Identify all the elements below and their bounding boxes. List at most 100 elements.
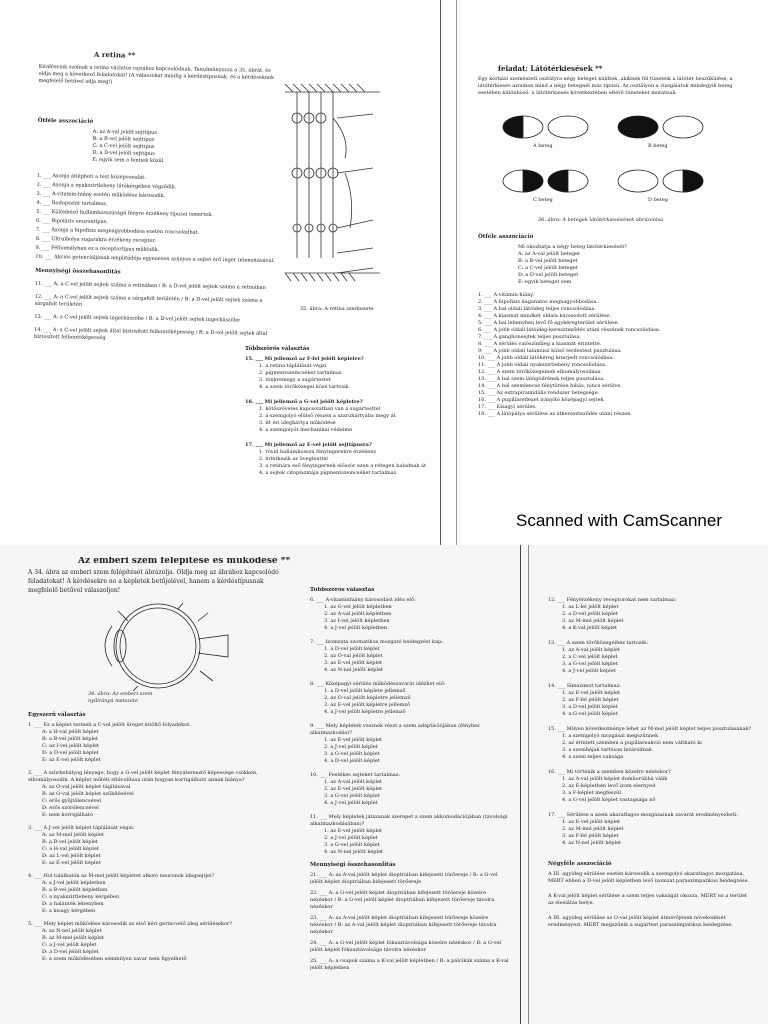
answer: 2. az érintett szemben a pupillareakció …: [562, 740, 702, 746]
question: 11. ___ A jobb oldali nyakszirtlebeny ro…: [478, 362, 607, 368]
question: 15. ___ Milyen következménye lehet az M-…: [548, 726, 752, 732]
answer: 1. a szemgolyó mozgásai megszűnnek: [562, 733, 659, 739]
answer: D: a D-vel jelölt képlet: [42, 949, 99, 955]
question: 2. ___ A hipofízis daganatos megnagyobbo…: [478, 299, 599, 305]
answer: 1. a D-vel jelölt képlete jellemző: [324, 688, 406, 694]
answer: 4. az N-nel jelölt képlet: [324, 667, 384, 673]
question: 15. ___ Mi jellemző az F-fel jelölt képl…: [245, 356, 364, 362]
question: 6. ___ A-vitaminhiány károsodást idéz el…: [310, 597, 416, 603]
question: 13. ___ A szem törőközegeihez tartozik:: [548, 640, 648, 646]
answer: D: erős szórólencsével: [42, 805, 99, 811]
answer: 2. az E-vel jelölt képlet: [324, 786, 383, 792]
answer: 3. a G-vel jelölt képlet: [324, 793, 380, 799]
answer: D: az L-vel jelölt képlet: [42, 853, 101, 859]
question: 5. ___ Mely képlet működése károsodik az…: [28, 921, 233, 927]
question-list: 1. ___ A-vitamin-hiány. 2. ___ A hipofíz…: [478, 292, 748, 418]
answer: 2. az F-fel jelölt képlet: [562, 697, 619, 703]
relation-item: A III. agyideg sérülése az O-val jelölt …: [548, 915, 733, 928]
patient-label: D beteg: [648, 197, 668, 203]
retina-intro: Kérdéseink szólnak a retina vázlatos raj…: [38, 63, 275, 86]
question: 11. ___ Mely képletek játszanak szerepet…: [310, 814, 508, 827]
answer: 4. az N-nel jelölt képlet: [324, 849, 384, 855]
answer: 1. az E-vel jelölt képlet: [324, 737, 383, 743]
question: 3. ___ A J-vel jelölt képlet táplálását …: [28, 825, 135, 831]
section-heading: Mennyiségi összehasonlítás: [35, 267, 121, 276]
section-heading: Többszörös választás: [245, 346, 310, 352]
option: A: az A-val jelölt beteget: [518, 251, 580, 257]
question: 14. ___ A: a C-vel jelölt sejtek által b…: [33, 326, 268, 342]
section-heading: Ötféle asszociáció: [37, 117, 94, 125]
question: 13. ___ A bal szem látógödrének teljes p…: [478, 376, 605, 382]
question: 9. ___ A jobb oldali talamusz külső térd…: [478, 348, 622, 354]
retina-title: A retina **: [93, 49, 136, 60]
answer: 3. az F-fel jelölt képlet: [562, 833, 619, 839]
option: Mi okozhatja a négy beteg látótérkiesésé…: [518, 244, 627, 250]
scan-fold-line: [456, 0, 457, 545]
question: 5. ___ A bal lebenyben levő fő agykéregt…: [478, 320, 620, 326]
question-list: 1. ___ Ez a képlet termeli a C-vel jelöl…: [28, 722, 293, 963]
option: C: a C-vel jelölt beteget: [518, 265, 578, 271]
question: 16. ___ A pupillareflexet irányító közép…: [478, 397, 606, 403]
question: 10. ___ A jobb oldali látókéreg kiterjed…: [478, 355, 614, 361]
answer: B: a B-vel jelölt képletben: [42, 887, 108, 893]
answer: 2. pigmentszemcséket tartalmaz: [259, 370, 342, 376]
eye-title: Az emberi szem felépítése és működése **: [78, 557, 291, 566]
section-heading: Ötféle asszociáció: [478, 234, 534, 240]
question: 9. ___ Mely képletek vesznek részt a sze…: [310, 723, 480, 736]
question: 7. ___ A ganglionsejtek teljes pusztulás…: [478, 334, 582, 340]
scan-fold-line: [440, 0, 441, 545]
visual-field-figure: A beteg B beteg C beteg D beteg: [478, 105, 748, 217]
question: 23. ___ A: az A-val jelölt képlet dioptr…: [310, 915, 497, 935]
answer: 3. az E-vel jelölt képlet: [324, 660, 383, 666]
answer: 3. az E-vel jelölt képletre jellemző: [324, 702, 411, 708]
answer: A: a J-vel jelölt képletben: [42, 880, 106, 886]
answer: 1. kötőszövetes kapcsolatban van a sugár…: [259, 406, 381, 412]
answer: 1. az A-val jelölt képlet domborúbbá vál…: [562, 776, 668, 782]
answer: 2. az A-val jelölt képletben: [324, 611, 392, 617]
question: 14. ___ Simaizmot tartalmaz:: [548, 683, 621, 689]
answer: 4. a J-vel jelölt képlet: [562, 668, 616, 674]
option: B: a B-vel jelölt beteget: [518, 258, 578, 264]
section-heading: Egyszerű választás: [28, 712, 86, 718]
answer: E: az E-vel jelölt képlet: [42, 860, 101, 866]
answer: E: az E-vel jelölt képlet: [42, 757, 101, 763]
answer: E: a szem működésében semmilyen zavar ne…: [42, 956, 187, 962]
option: D: a D-vel jelölt beteget: [518, 272, 579, 278]
answer: 1. az E-vel jelölt képlet: [324, 828, 383, 834]
question: 10. ___ Akciós potenciáljának amplitúdój…: [35, 253, 275, 265]
answer: 2. a J-vel jelölt képlet: [324, 744, 378, 750]
answer: A: az O-val jelölt képlet tágításával: [42, 784, 131, 790]
answer: 3. az I-vel jelölt képletben: [324, 618, 390, 624]
question: 3. ___ A bal oldali látóideg teljes ronc…: [478, 306, 596, 312]
compare-list: 11. ___ A: a C-vel jelölt sejtek száma a…: [34, 281, 280, 345]
question: 24. ___ A: a G-vel jelölt képlet fókuszt…: [310, 940, 502, 953]
bottom-middle-column: Többszörös választás 6. ___ A-vitaminhiá…: [310, 587, 510, 1022]
patient-label: B beteg: [648, 143, 668, 149]
answer: 3. a G-vel jelölt képlet: [324, 751, 380, 757]
visual-field-title: feladat: Látótérkiesések **: [498, 65, 603, 73]
eye-figure: [28, 601, 293, 692]
answer: 1. az E-vel jelölt képlet: [562, 690, 621, 696]
answer: 4. a J-vel jelölt képlet: [324, 800, 378, 806]
question: 11. ___ A: a C-vel jelölt sejtek száma a…: [34, 280, 266, 291]
question: 17. ___ Kisagyi sérülés.: [478, 404, 537, 410]
visual-field-drawing: [502, 115, 704, 193]
question: 10. ___ Festékes sejteket tartalmaz:: [310, 772, 401, 778]
answer: 4. az N-nel jelölt képlet: [562, 840, 622, 846]
question: 2. ___ A szürkehályog lényege, hogy a G-…: [28, 770, 258, 783]
answer: 4. a K-val jelölt képlet: [562, 625, 618, 631]
answer: 3. a G-vel jelölt képlet: [562, 661, 618, 667]
answer: 4. a szem teljes vaksága: [562, 754, 624, 760]
answer: 2. az M-mel jelölt képlet: [562, 826, 624, 832]
relation-item: A III. agyideg sérülése esetén károsodik…: [548, 871, 750, 884]
top-scan-page: A retina ** Kérdéseink szólnak a retina …: [33, 0, 748, 545]
answer: E: nem korrigálható: [42, 812, 93, 818]
question: 16. ___ Mi jellemző a G-vel jelölt képle…: [245, 399, 363, 405]
section-heading: Mennyiségi összehasonlítás: [310, 862, 396, 868]
answer: 4. a D-vel jelölt képlet: [324, 758, 380, 764]
answer: C: a J-vel jelölt képlet: [42, 942, 97, 948]
section-heading: Négyféle asszociáció: [548, 861, 612, 867]
answer: 1. rövid hullámhosszú fényingerekre érzé…: [259, 449, 377, 455]
retina-caption: 35. ábra: A retina szerkezete: [300, 306, 374, 312]
retina-diagram: [284, 78, 380, 303]
